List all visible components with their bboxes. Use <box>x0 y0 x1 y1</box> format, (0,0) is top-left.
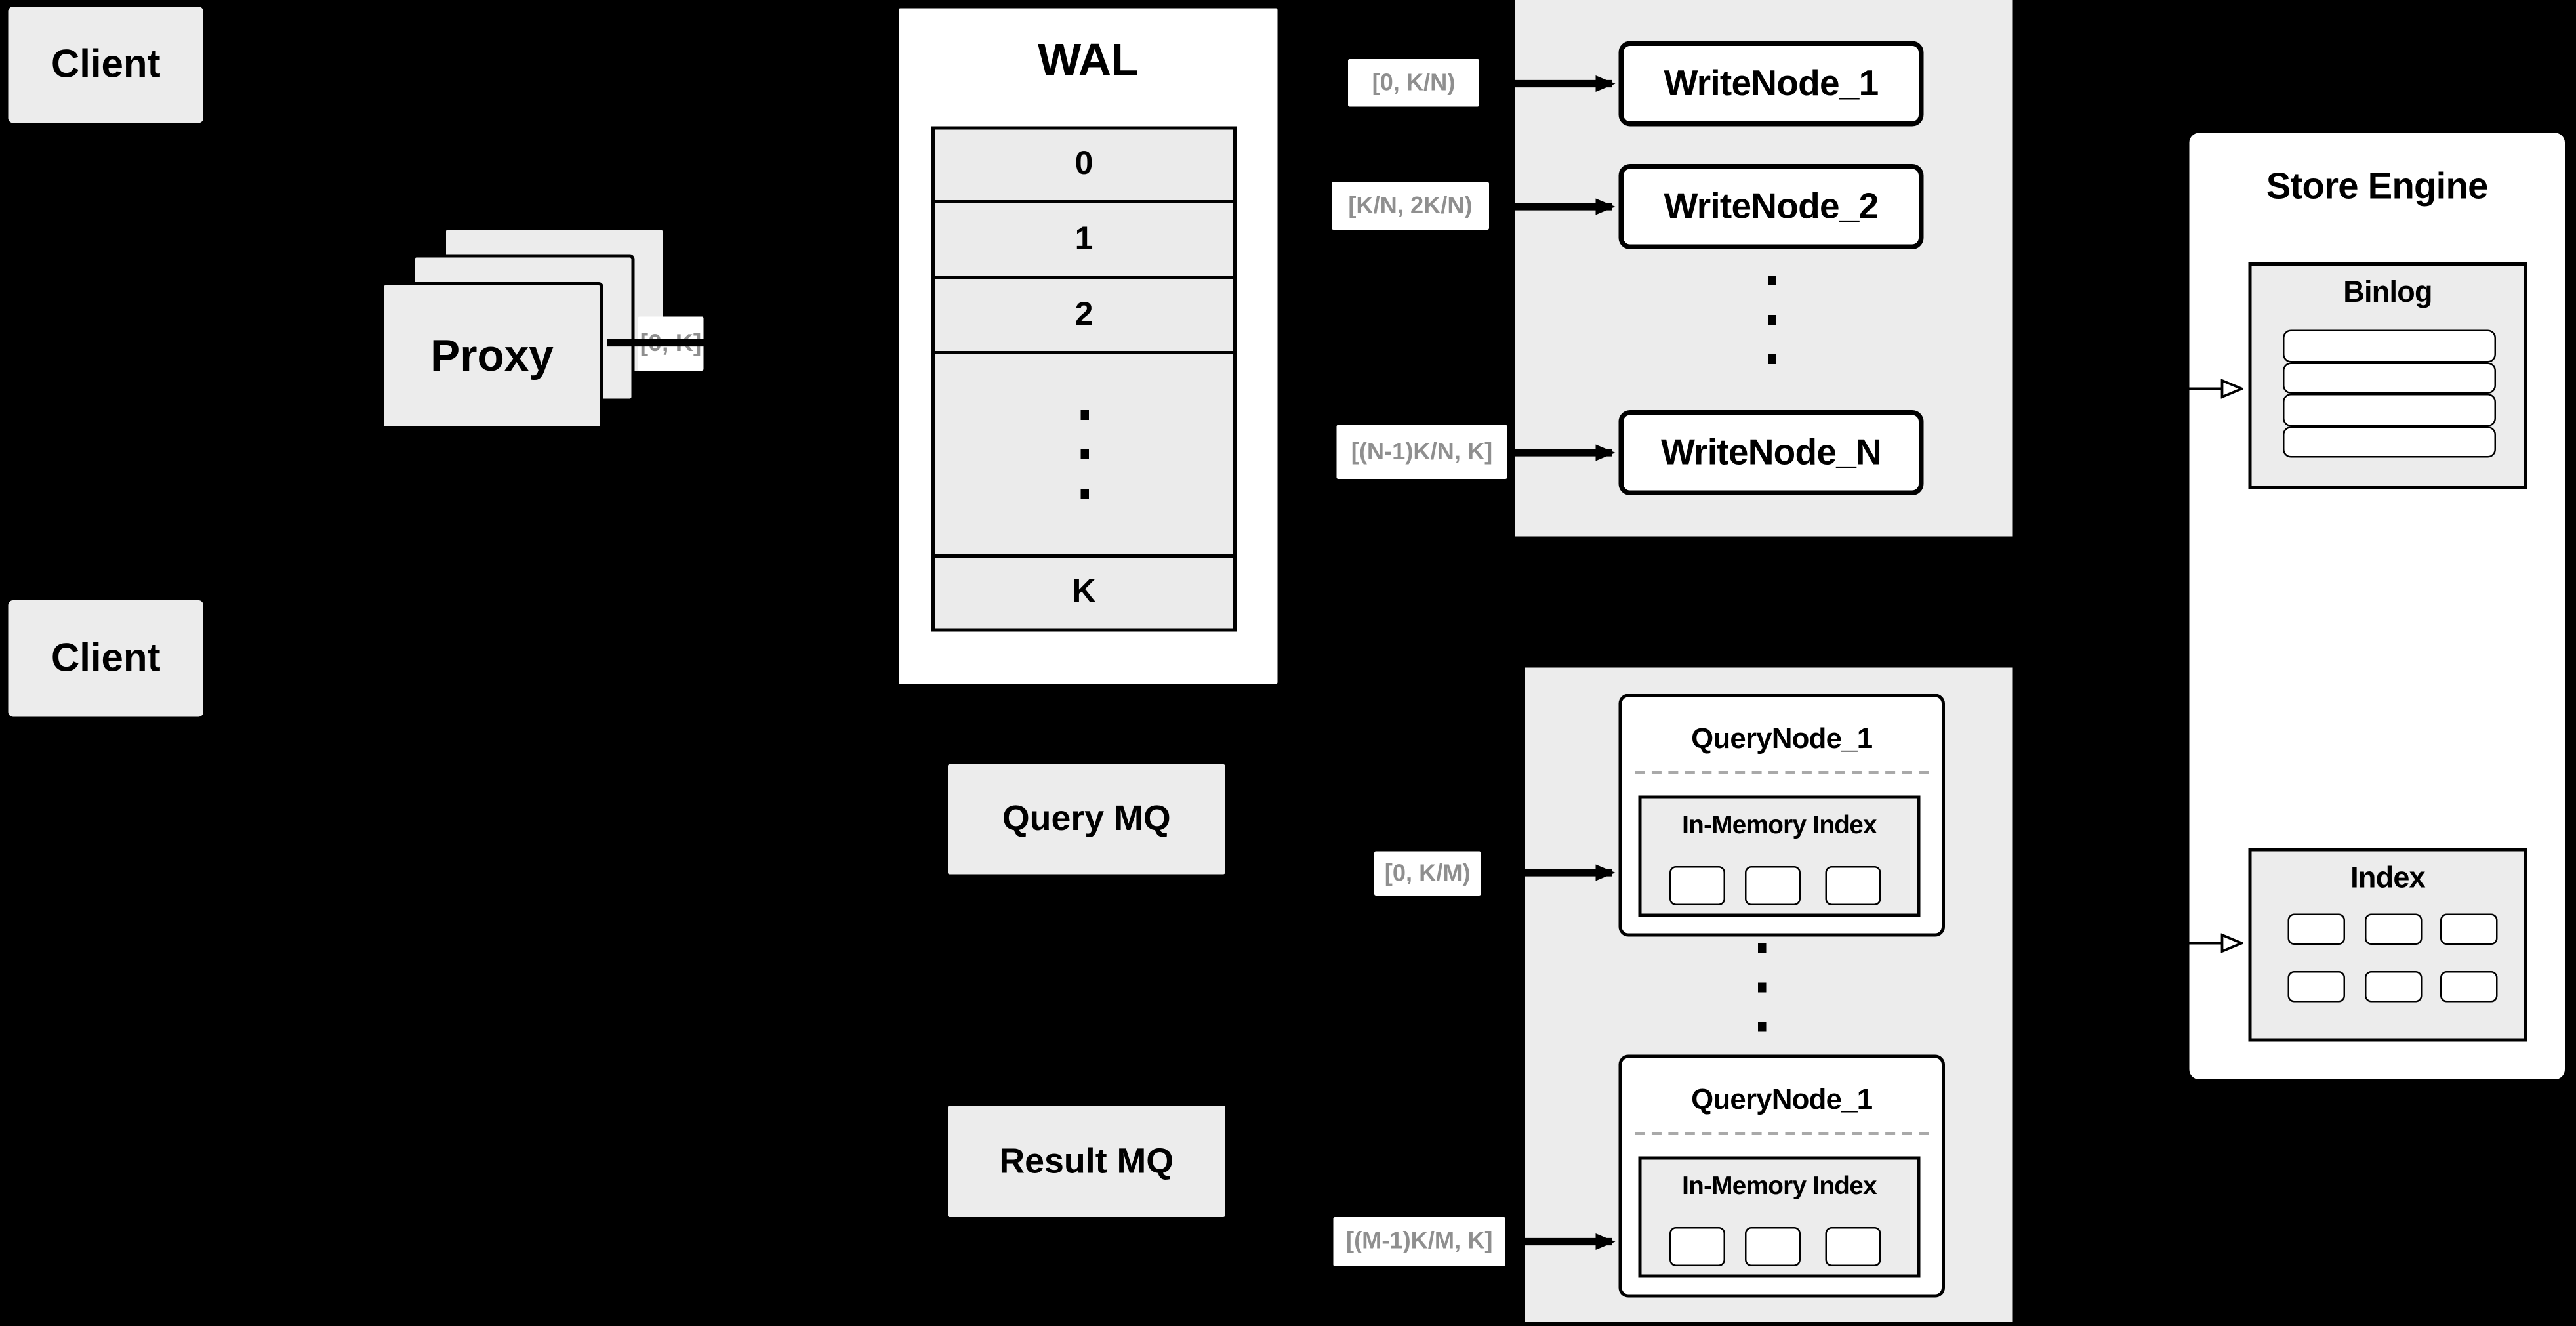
client-box-top: Client <box>7 5 205 125</box>
binlog-row <box>2283 394 2496 426</box>
client-label: Client <box>51 635 161 680</box>
dashed-separator <box>1635 771 1929 774</box>
wal-table: 0 1 2 K <box>931 126 1237 632</box>
index-cell <box>2365 913 2423 945</box>
index-box <box>2248 848 2527 1042</box>
dashed-separator <box>1635 1132 1929 1135</box>
proxy-label: Proxy <box>430 330 554 380</box>
write-node-1: WriteNode_1 <box>1618 41 1924 127</box>
binlog-row <box>2283 425 2496 458</box>
client-label: Client <box>51 41 161 87</box>
wal-row-0: 0 <box>935 130 1233 203</box>
segment-cell <box>1825 866 1881 905</box>
in-memory-index-title: In-Memory Index <box>1682 812 1877 840</box>
ellipsis-dots-vertical <box>1080 410 1088 499</box>
index-cell <box>2287 913 2345 945</box>
wal-row-1: 1 <box>935 203 1233 279</box>
range-label-wn1: [0, K/N) <box>1348 59 1479 107</box>
range-label-wn2: [K/N, 2K/N) <box>1332 182 1489 230</box>
wal-row-ellipsis <box>935 354 1233 558</box>
wal-title: WAL <box>1038 34 1139 86</box>
segment-cell <box>1669 866 1725 905</box>
binlog-row <box>2283 329 2496 362</box>
index-cell <box>2440 913 2498 945</box>
range-label-proxy-out: [0, K] <box>638 316 704 371</box>
binlog-title: Binlog <box>2343 274 2432 308</box>
in-memory-index-title: In-Memory Index <box>1682 1172 1877 1201</box>
query-node-top-title: QueryNode_1 <box>1691 720 1873 754</box>
proxy-box: Proxy <box>380 282 603 430</box>
segment-cell <box>1825 1227 1881 1266</box>
query-mq-box: Query MQ <box>946 762 1227 876</box>
wal-row-k: K <box>1072 574 1096 610</box>
store-engine-title: Store Engine <box>2266 165 2489 207</box>
range-label-wnn: [(N-1)K/N, K] <box>1336 425 1507 479</box>
write-node-n: WriteNode_N <box>1618 410 1924 495</box>
binlog-row <box>2283 362 2496 394</box>
result-mq-box: Result MQ <box>946 1104 1227 1219</box>
ellipsis-dots-vertical <box>1758 943 1767 1032</box>
index-cell <box>2287 971 2345 1003</box>
segment-cell <box>1669 1227 1725 1266</box>
client-box-bottom: Client <box>7 598 205 718</box>
write-node-2: WriteNode_2 <box>1618 164 1924 249</box>
range-label-qn1: [0, K/M) <box>1374 851 1481 896</box>
index-cell <box>2440 971 2498 1003</box>
segment-cell <box>1745 866 1801 905</box>
index-title: Index <box>2350 860 2426 894</box>
range-label-qnm: [(M-1)K/M, K] <box>1333 1217 1505 1266</box>
wal-row-2: 2 <box>935 279 1233 354</box>
index-cell <box>2365 971 2423 1003</box>
ellipsis-dots-vertical <box>1768 276 1776 364</box>
segment-cell <box>1745 1227 1801 1266</box>
query-node-bottom-title: QueryNode_1 <box>1691 1081 1873 1115</box>
